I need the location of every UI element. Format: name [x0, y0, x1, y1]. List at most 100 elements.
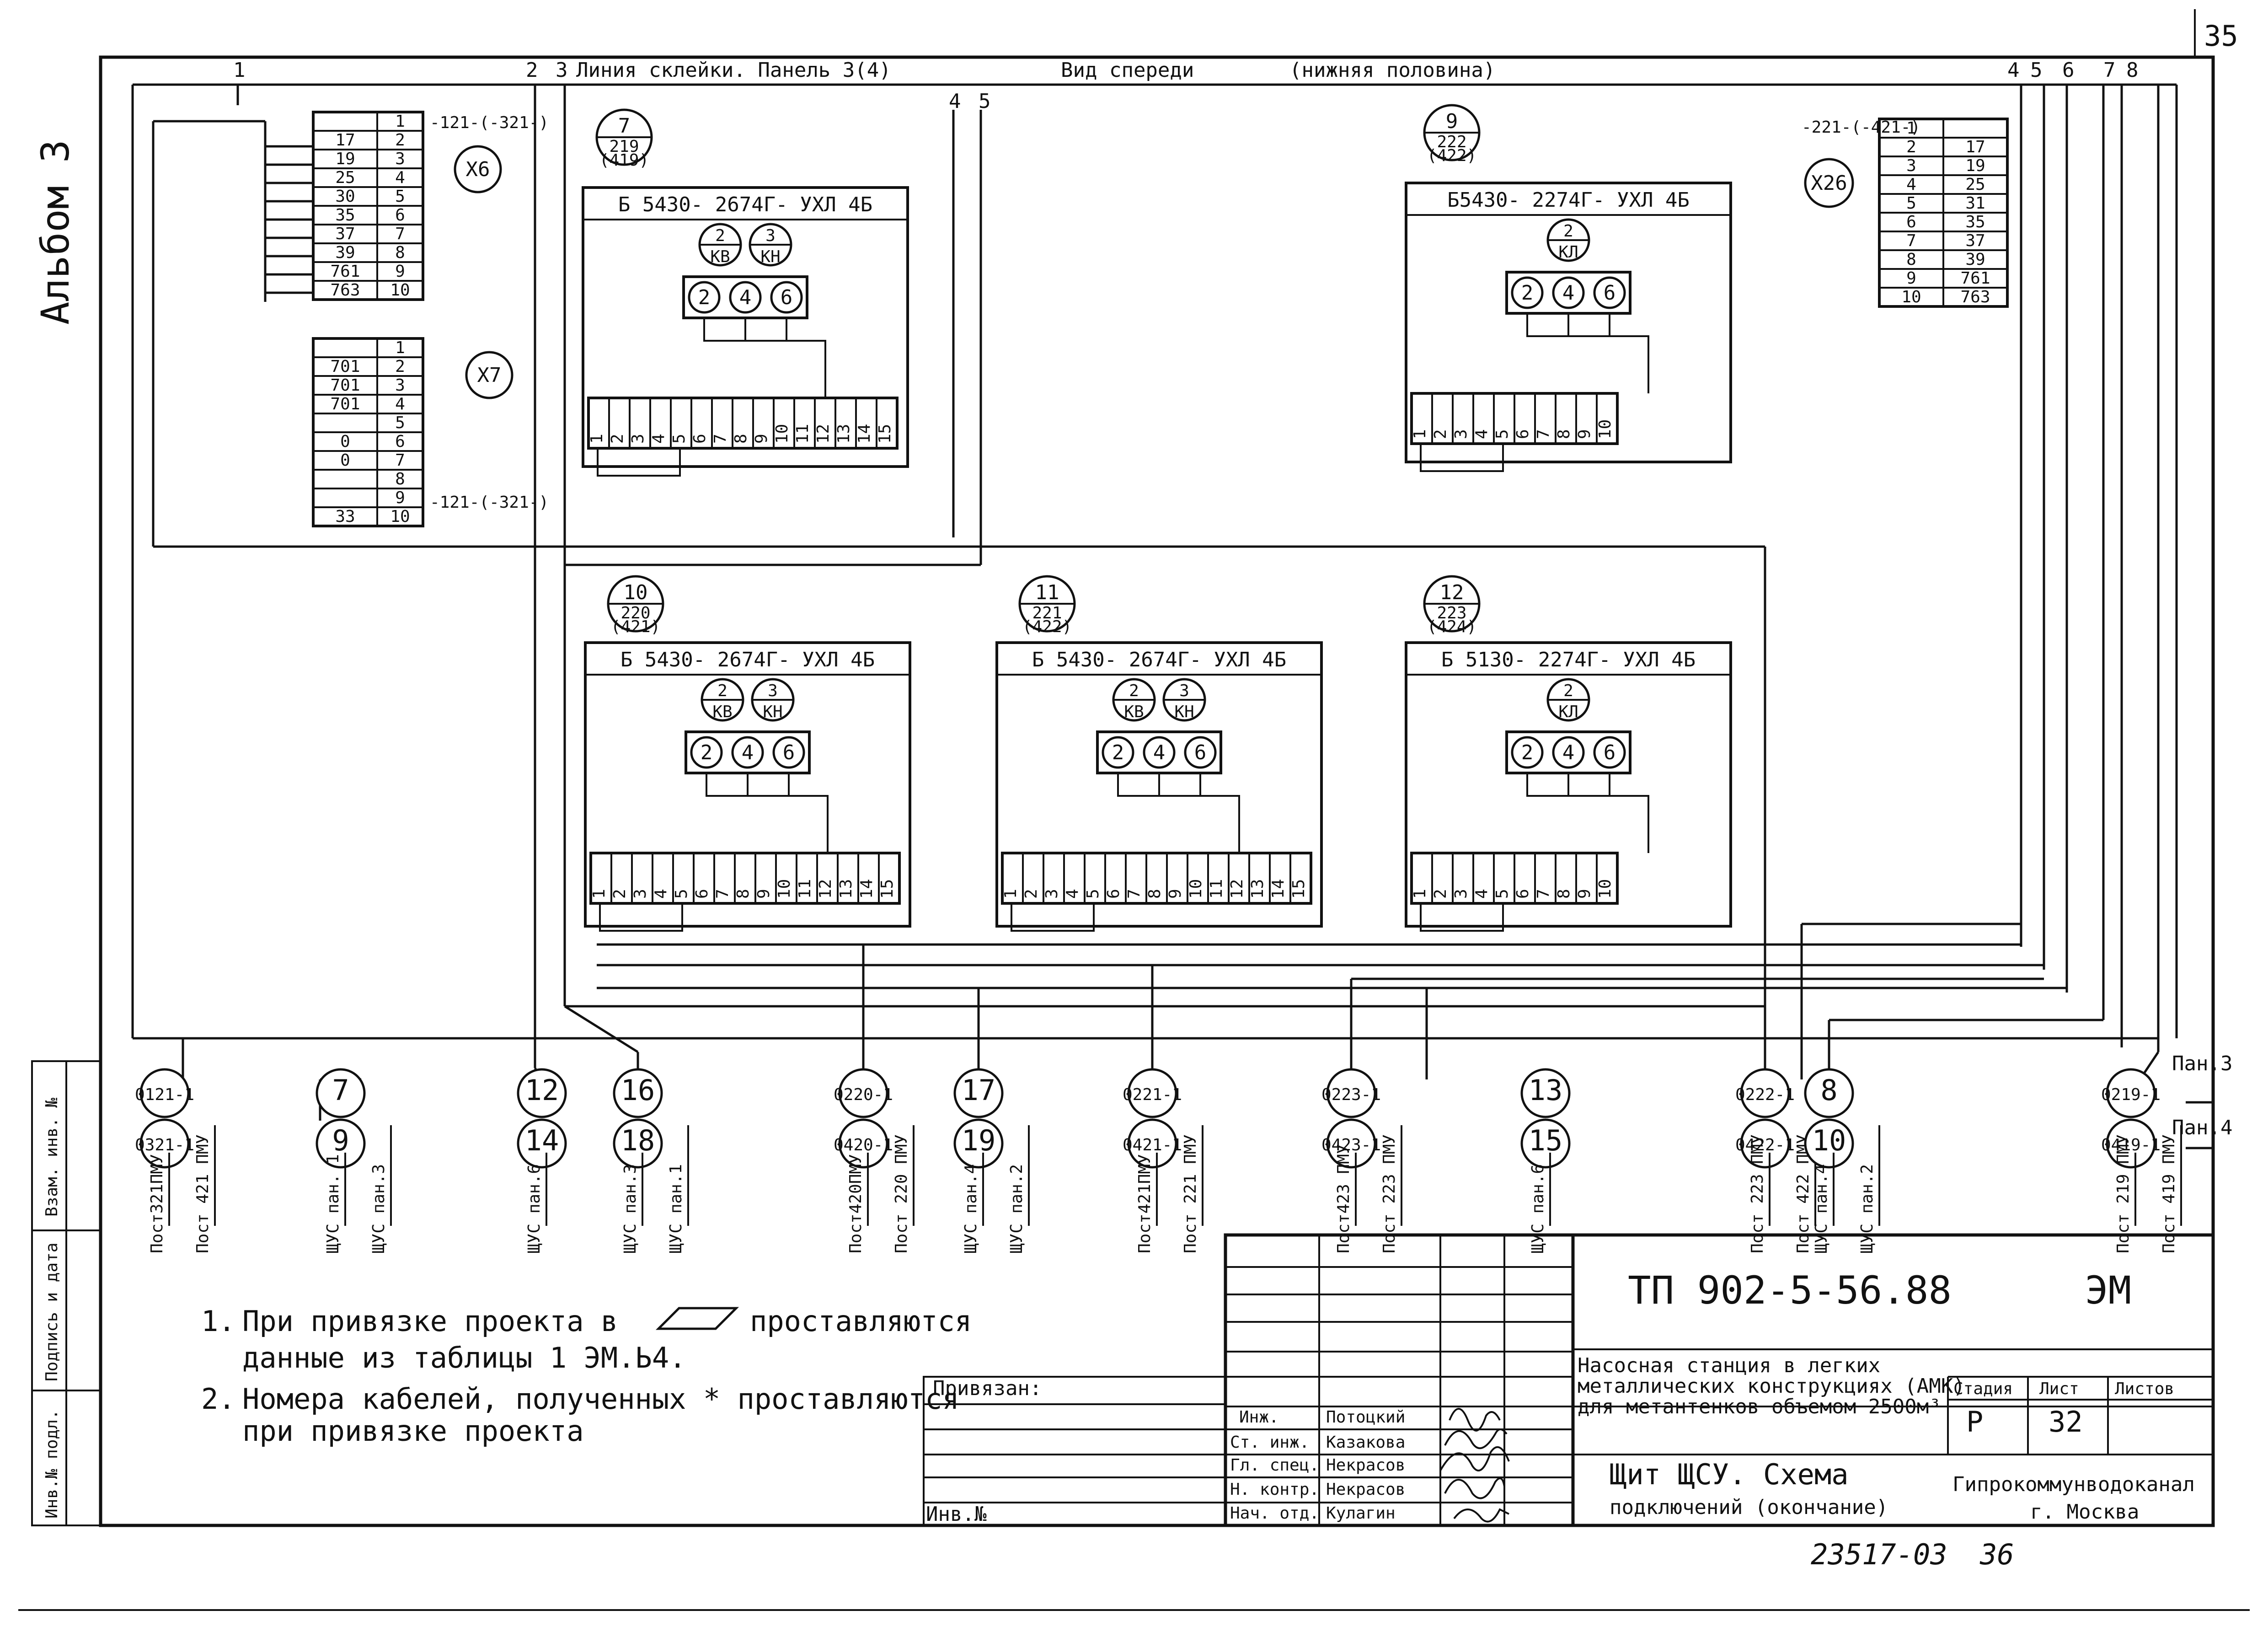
- contact-circle: [1552, 276, 1585, 309]
- terminal-number: 9: [395, 262, 405, 281]
- header-mark: 6: [2062, 59, 2075, 82]
- cable-number-circle: [517, 1118, 567, 1169]
- terminal-number: 19: [1965, 156, 1985, 175]
- contact-circle: [1593, 276, 1626, 309]
- stage-label: Стадия: [1953, 1380, 2013, 1398]
- cable-number: 0219-1: [2101, 1085, 2161, 1104]
- terminal-label: 4: [1906, 175, 1916, 194]
- terminal-label: 8: [1906, 250, 1916, 269]
- cable-destination: Пост 421 ПМУ: [193, 1134, 212, 1253]
- terminal-number: 10: [390, 507, 410, 526]
- relay-label: КВ: [712, 703, 732, 721]
- cable-number: 18: [621, 1124, 655, 1157]
- contact-circle: [1184, 736, 1217, 769]
- terminal-label: 3: [1906, 156, 1916, 175]
- terminal-number: 2: [395, 131, 405, 150]
- cable-number: 0221-1: [1123, 1085, 1182, 1104]
- relay-label: КВ: [1124, 703, 1144, 721]
- terminal-number: 7: [395, 451, 405, 470]
- terminal-label: 33: [335, 507, 355, 526]
- terminal-label: 1: [1906, 119, 1916, 138]
- contact-number: 6: [781, 286, 793, 309]
- cable-number-circle: [2106, 1068, 2156, 1118]
- cable-destination: Пост 221 ПМУ: [1181, 1134, 1200, 1253]
- terminal-number: 8: [1145, 889, 1164, 899]
- terminal-number: 4: [649, 434, 668, 444]
- cable-number-circle: [613, 1118, 663, 1169]
- terminal-label: 701: [330, 395, 360, 413]
- cable-number-circle: [1326, 1068, 1376, 1118]
- device-model: Б5430- 2274Г- УХЛ 4Б: [1447, 188, 1690, 212]
- terminal-number: 1: [1411, 429, 1429, 439]
- cable-number: 0220-1: [834, 1085, 893, 1104]
- terminal-number: 15: [1289, 879, 1308, 899]
- cable-number-circle: [613, 1068, 663, 1118]
- terminal-number: 763: [1960, 288, 1990, 306]
- organization: г. Москва: [2030, 1500, 2139, 1524]
- cable-number-circle: [1520, 1118, 1571, 1169]
- role-name: Казакова: [1326, 1433, 1405, 1452]
- terminal-number: 1: [395, 112, 405, 131]
- sheet-number: 35: [2204, 19, 2238, 53]
- cable-number: 0423-1: [1321, 1136, 1381, 1154]
- terminal-number: 7: [395, 225, 405, 243]
- cable-number-circle: [517, 1068, 567, 1118]
- terminal-number: 31: [1965, 194, 1985, 213]
- note-text: Номера кабелей, полученных * проставляют…: [242, 1382, 959, 1416]
- terminal-number: 7: [1534, 889, 1553, 899]
- project-name: для метантенков объемом 2500м³: [1578, 1395, 1941, 1418]
- terminal-number: 2: [395, 357, 405, 376]
- terminal-number: 37: [1965, 231, 1985, 250]
- cable-number: 0223-1: [1321, 1085, 1381, 1104]
- terminal-number: 12: [814, 424, 833, 444]
- header-view: Вид спереди: [1061, 59, 1194, 82]
- cable-number-circle: [953, 1068, 1004, 1118]
- cable-destination: ЩУС пан.3: [621, 1164, 640, 1253]
- cable-number-circle: [838, 1068, 888, 1118]
- cable-destination: ЩУС пан.2: [1858, 1164, 1877, 1253]
- terminal-number: 13: [1248, 879, 1267, 899]
- terminal-number: 2: [1022, 889, 1041, 899]
- terminal-number: 10: [773, 424, 792, 444]
- terminal-number: 5: [1084, 889, 1102, 899]
- note-number: 2.: [201, 1382, 235, 1416]
- terminal-number: 1: [1001, 889, 1020, 899]
- terminal-number: 4: [395, 168, 405, 187]
- terminal-number: 25: [1965, 175, 1985, 194]
- terminal-number: 3: [631, 889, 650, 899]
- terminal-number: 17: [1965, 138, 1985, 156]
- drawing-title: Щит ЩСУ. Схема: [1610, 1458, 1849, 1491]
- terminal-label: 37: [335, 225, 355, 243]
- cable-destination: ЩУС пан.1: [667, 1164, 685, 1253]
- role-name: Потоцкий: [1326, 1408, 1405, 1427]
- terminal-label: 6: [1906, 213, 1916, 231]
- cable-destination: ЩУС пан.3: [369, 1164, 388, 1253]
- terminal-number: 9: [1575, 889, 1594, 899]
- cable-number-circle: [1520, 1068, 1571, 1118]
- terminal-number: 14: [855, 424, 874, 444]
- organization: Гипрокоммунводоканал: [1952, 1473, 2195, 1496]
- terminal-number: 1: [1411, 889, 1429, 899]
- terminal-number: 5: [395, 187, 405, 206]
- stage-value: Р: [1966, 1405, 1983, 1439]
- terminal-number: 14: [857, 879, 876, 899]
- header-mark: 2: [526, 59, 538, 82]
- role-name: Некрасов: [1326, 1480, 1405, 1499]
- terminal-label: 2: [1906, 138, 1916, 156]
- terminal-number: 10: [1596, 879, 1615, 899]
- cable-number-circle: [1326, 1118, 1376, 1169]
- cable-number: 15: [1529, 1124, 1563, 1157]
- terminal-block-note: -121-(-321-): [430, 113, 549, 132]
- side-stamp: Инв.№ подл. Подпись и дата Взам. инв. №: [31, 1060, 102, 1526]
- archive-page: 36: [1979, 1538, 2014, 1571]
- terminal-number: 11: [796, 879, 814, 899]
- contact-circle: [731, 736, 764, 769]
- cable-number: 12: [525, 1074, 559, 1107]
- terminal-number: 6: [690, 434, 709, 444]
- relay-number: 3: [1179, 682, 1189, 700]
